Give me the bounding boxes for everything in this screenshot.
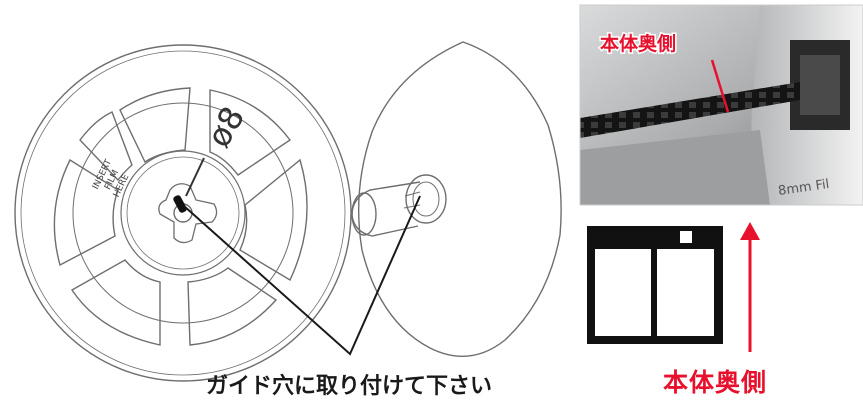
reel-flange — [351, 41, 562, 358]
guide-lines — [183, 195, 421, 356]
photo-pointer — [710, 59, 730, 113]
guide-hole — [173, 195, 187, 213]
back-side-caption: 本体奥側 — [662, 368, 767, 397]
guide-hole-caption: ガイド穴に取り付けて下さい — [206, 374, 493, 399]
hub-text: INSERT FILM HERE — [91, 158, 131, 199]
device-schematic — [587, 226, 723, 344]
photo-label: 本体奥側 — [600, 32, 676, 55]
red-arrow — [740, 222, 760, 352]
reel-front — [14, 44, 352, 382]
device-photo: 8mm Fil — [580, 5, 863, 205]
diameter-mark: ø8 — [199, 100, 252, 154]
device-label: 8mm Fil — [777, 177, 830, 199]
diameter-pointer — [185, 157, 205, 197]
